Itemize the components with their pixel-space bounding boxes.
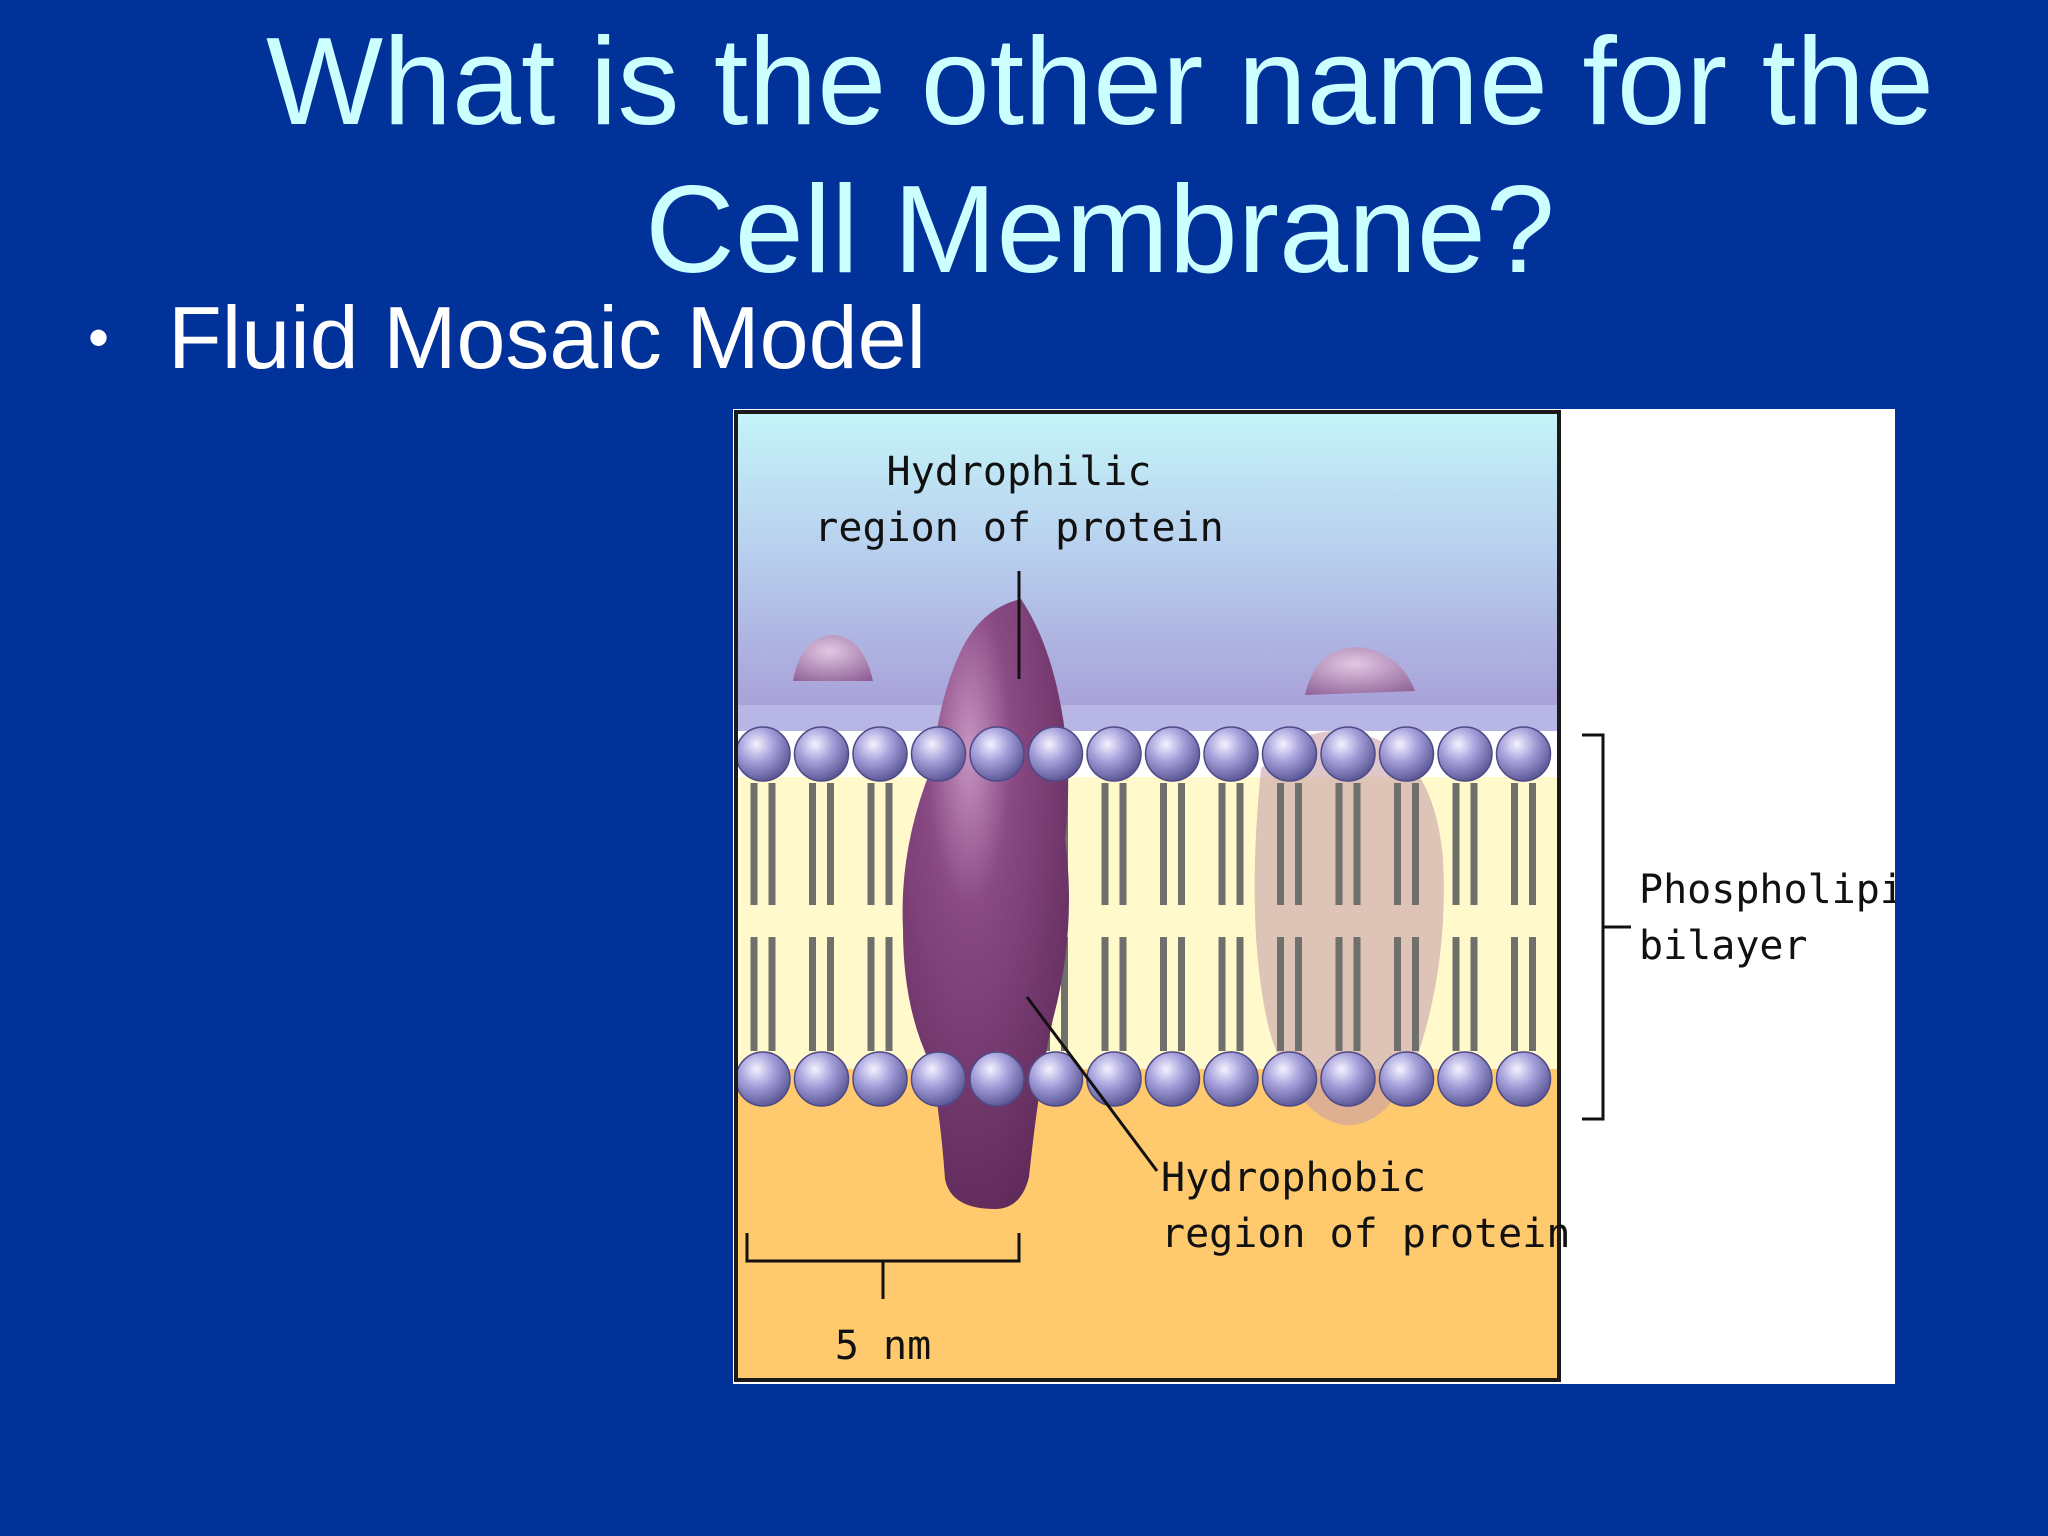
hydrophilic-label-line-2: region of protein xyxy=(814,505,1223,551)
bullet-text: Fluid Mosaic Model xyxy=(168,288,927,387)
upper-phospholipid-head xyxy=(793,726,850,782)
lower-phospholipid-head xyxy=(1437,1051,1493,1107)
bilayer-label-line-2: bilayer xyxy=(1639,923,1808,969)
upper-phospholipid-head xyxy=(735,726,791,782)
upper-phospholipid-head xyxy=(1437,726,1493,782)
membrane-diagram: Hydrophilic region of protein Hydrophobi… xyxy=(734,410,1895,1382)
bilayer-label-line-1: Phospholipid xyxy=(1639,867,1895,913)
bilayer-bracket xyxy=(1582,733,1605,1121)
lower-phospholipid-head xyxy=(910,1051,967,1107)
lower-phospholipid-head xyxy=(1086,1051,1142,1107)
slide-title-line-2: Cell Membrane? xyxy=(645,161,1555,299)
hydrophobic-leader-line xyxy=(1025,996,1159,1172)
upper-phospholipid-head xyxy=(852,726,908,782)
phospholipid-heads xyxy=(735,726,1552,1107)
slide-title: What is the other name for the Cell Memb… xyxy=(160,8,2040,304)
upper-phospholipid-head xyxy=(1378,726,1435,782)
lower-phospholipid-head xyxy=(1027,1051,1084,1107)
bullet-list: • Fluid Mosaic Model xyxy=(88,286,926,390)
lower-phospholipid-head xyxy=(1378,1051,1435,1107)
upper-phospholipid-head xyxy=(1261,726,1318,782)
lower-phospholipid-head xyxy=(1495,1051,1552,1107)
peripheral-protein-right xyxy=(1305,647,1415,695)
membrane-figure: Hydrophilic region of protein Hydrophobi… xyxy=(733,409,1895,1384)
upper-phospholipid-head xyxy=(1320,726,1376,782)
upper-phospholipid-head xyxy=(910,726,967,782)
scale-bar-label: 5 nm xyxy=(835,1323,931,1369)
peripheral-protein-left xyxy=(793,635,873,681)
upper-phospholipid-head xyxy=(1495,726,1552,782)
upper-phospholipid-head xyxy=(1086,726,1142,782)
upper-phospholipid-head xyxy=(1203,726,1259,782)
upper-phospholipid-head xyxy=(1027,726,1084,782)
lower-phospholipid-head xyxy=(735,1051,791,1107)
upper-head-shadow-band xyxy=(737,705,1557,731)
hydrophilic-label-line-1: Hydrophilic xyxy=(887,449,1152,495)
cytoplasm-region xyxy=(737,1069,1557,1380)
diagram-border xyxy=(734,410,1561,1382)
hydrophobic-label-line-2: region of protein xyxy=(1161,1211,1570,1257)
lower-phospholipid-head xyxy=(1320,1051,1376,1107)
slide-title-line-1: What is the other name for the xyxy=(266,13,1934,151)
hydrophobic-label-line-1: Hydrophobic xyxy=(1161,1155,1426,1201)
lower-phospholipid-head xyxy=(969,1051,1025,1107)
lipid-tails xyxy=(750,783,1536,1051)
upper-phospholipid-head xyxy=(1144,726,1201,782)
extracellular-region xyxy=(737,413,1557,723)
lower-phospholipid-head xyxy=(793,1051,850,1107)
bullet-item: • Fluid Mosaic Model xyxy=(88,286,926,390)
upper-phospholipid-head xyxy=(969,726,1025,782)
lower-phospholipid-head xyxy=(852,1051,908,1107)
lower-phospholipid-head xyxy=(1144,1051,1201,1107)
bullet-dot-icon: • xyxy=(88,304,110,371)
lower-phospholipid-head xyxy=(1261,1051,1318,1107)
lower-phospholipid-head xyxy=(1203,1051,1259,1107)
